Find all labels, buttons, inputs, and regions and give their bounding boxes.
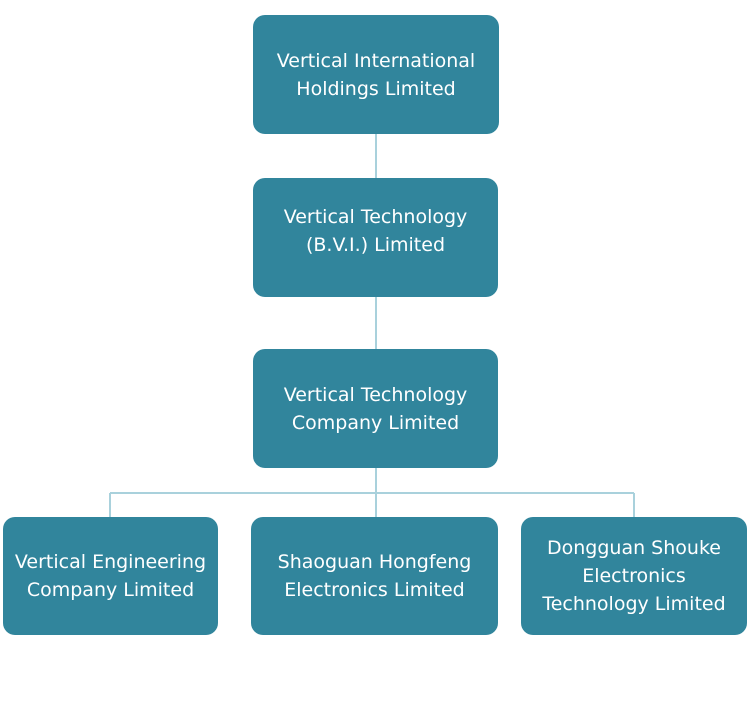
node-vertical-technology-bvi: Vertical Technology(B.V.I.) Limited — [253, 178, 498, 297]
node-label: Vertical Technology(B.V.I.) Limited — [283, 205, 468, 256]
